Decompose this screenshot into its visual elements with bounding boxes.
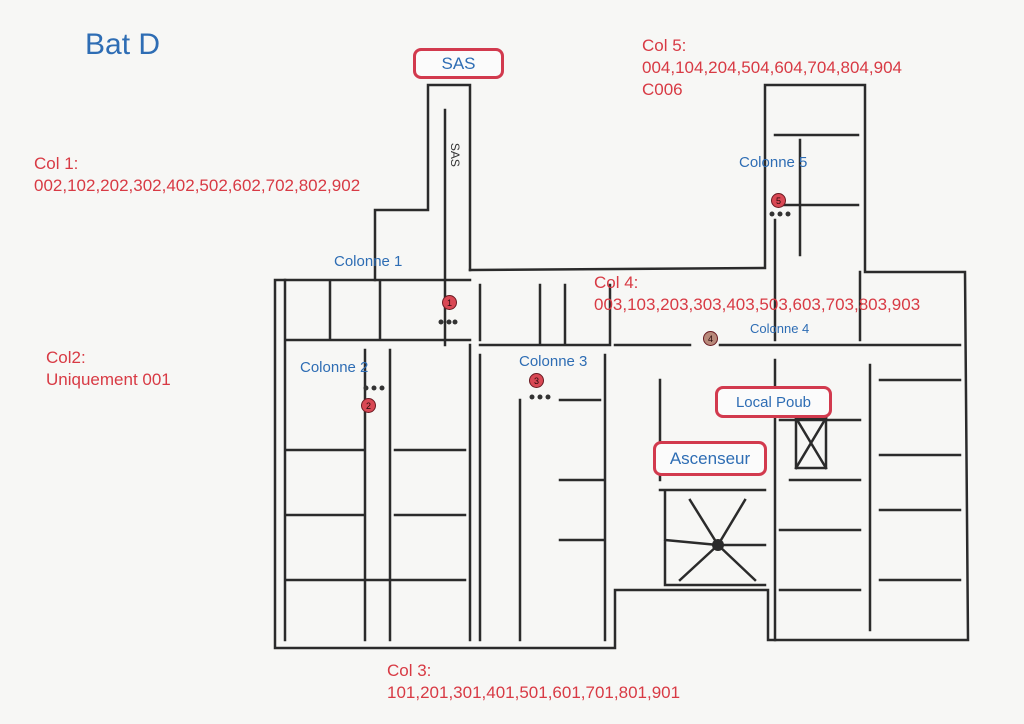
col2-title: Col2:	[46, 348, 86, 367]
outer-wall	[273, 83, 970, 650]
col2-units: Uniquement 001	[46, 370, 171, 389]
stair-core	[658, 378, 767, 587]
col5-title: Col 5:	[642, 36, 687, 55]
col3-units: 101,201,301,401,501,601,701,801,901	[387, 683, 681, 702]
interior-walls-middle	[478, 283, 692, 642]
local-poub-label: Local Poub	[735, 393, 812, 411]
col3-title: Col 3:	[387, 661, 432, 680]
stair-center	[712, 539, 724, 551]
ascenseur-box: Ascenseur	[653, 441, 767, 476]
sas-label: SAS	[441, 53, 476, 73]
colonne-1-label: Colonne 1	[334, 253, 403, 270]
col5-units: 004,104,204,504,604,704,804,904	[642, 58, 902, 77]
elevator-shaft	[794, 416, 828, 470]
col4-units: 003,103,203,303,403,503,603,703,803,903	[594, 295, 921, 314]
col5-extra: C006	[642, 80, 683, 99]
column-4-marker: 4	[703, 331, 718, 346]
stair-sas-label: SAS	[447, 142, 462, 167]
page-title: Bat D	[85, 28, 161, 61]
interior-walls-right	[718, 133, 962, 642]
sas-box: SAS	[413, 48, 504, 79]
column-3-marker: 3	[529, 373, 544, 388]
ascenseur-label: Ascenseur	[669, 448, 751, 468]
colonne-5-label: Colonne 5	[739, 154, 808, 171]
column-5-marker: 5	[771, 193, 786, 208]
colonne-3-label: Colonne 3	[519, 353, 588, 370]
colonne-2-label: Colonne 2	[300, 359, 369, 376]
column-2-marker: 2	[361, 398, 376, 413]
column-1-marker: 1	[442, 295, 457, 310]
colonne-4-label: Colonne 4	[750, 321, 810, 336]
col1-units: 002,102,202,302,402,502,602,702,802,902	[34, 176, 361, 195]
interior-walls-left	[283, 278, 472, 642]
col4-title: Col 4:	[594, 273, 639, 292]
col1-title: Col 1:	[34, 154, 79, 173]
local-poub-box: Local Poub	[715, 386, 832, 418]
